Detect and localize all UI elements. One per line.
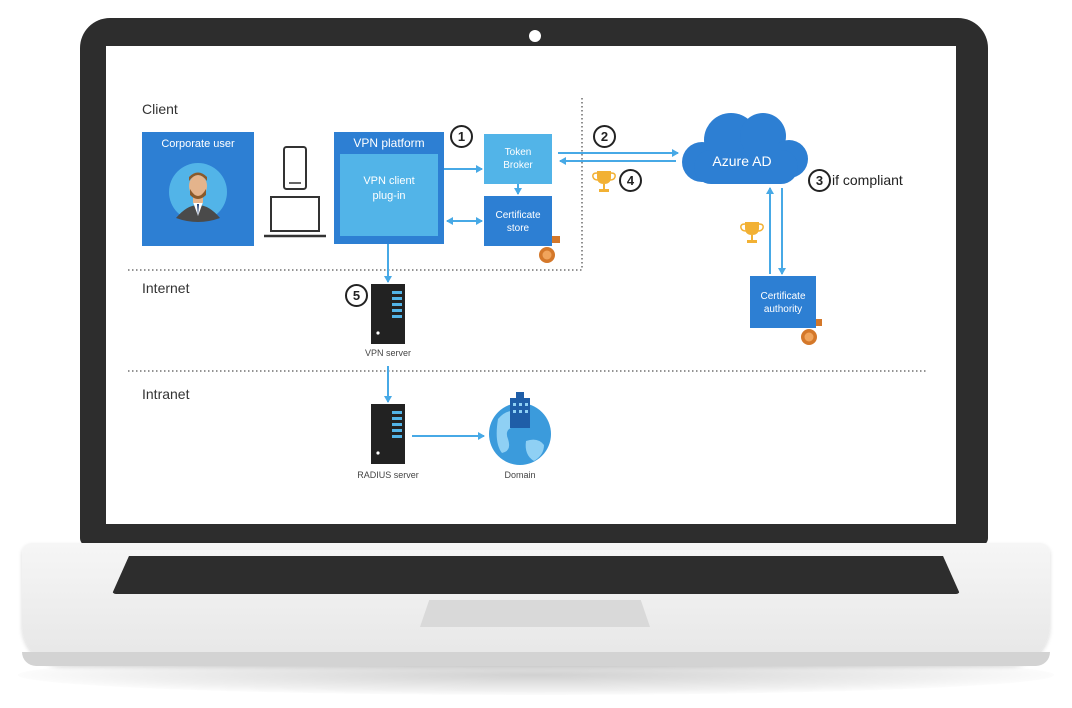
keyboard-well bbox=[112, 556, 960, 594]
step-4-badge: 4 bbox=[619, 169, 642, 192]
token-broker-label-line1: Token bbox=[504, 147, 532, 158]
trackpad bbox=[420, 600, 650, 627]
diagram-canvas bbox=[128, 98, 928, 465]
step-1-badge: 1 bbox=[450, 125, 473, 148]
token-broker-label-line2: Broker bbox=[503, 160, 533, 171]
globe-icon bbox=[489, 392, 551, 465]
certificate-store-label-line2: store bbox=[506, 223, 530, 234]
certificate-authority-label-line1: Certificate bbox=[760, 291, 806, 302]
vpn-server-icon bbox=[371, 284, 405, 344]
vpn-platform-label: VPN platform bbox=[353, 136, 425, 150]
cloud-icon bbox=[682, 113, 808, 184]
domain-caption: Domain bbox=[504, 470, 536, 480]
laptop-icon bbox=[264, 196, 326, 238]
certificate-authority-label-line2: authority bbox=[763, 304, 803, 315]
step-2-badge: 2 bbox=[593, 125, 616, 148]
radius-server-icon bbox=[371, 404, 405, 464]
step-3-badge: 3 bbox=[808, 169, 831, 192]
vpn-client-plugin-label-line1: VPN client bbox=[363, 175, 415, 187]
zone-label-intranet: Intranet bbox=[142, 386, 190, 402]
certificate-store-label-line1: Certificate bbox=[495, 210, 541, 221]
corporate-user-box: Corporate user bbox=[142, 132, 254, 246]
zone-label-internet: Internet bbox=[142, 280, 190, 296]
webcam-icon bbox=[529, 30, 541, 42]
vpn-server-caption: VPN server bbox=[364, 348, 411, 358]
corporate-user-label: Corporate user bbox=[161, 138, 235, 150]
laptop-screen: Client Internet Intranet Corporate user … bbox=[106, 46, 956, 524]
laptop-base-edge bbox=[22, 652, 1050, 666]
vpn-client-plugin-box: VPN client plug-in bbox=[340, 154, 438, 236]
certificate-store-box: Certificate store bbox=[484, 196, 552, 246]
vpn-client-plugin-label-line2: plug-in bbox=[372, 190, 406, 202]
step-5-badge: 5 bbox=[345, 284, 368, 307]
phone-icon bbox=[283, 146, 307, 190]
trophy-icon-ca bbox=[740, 222, 764, 243]
azure-ad-label: Azure AD bbox=[712, 153, 772, 169]
user-avatar bbox=[169, 163, 227, 222]
certificate-authority-box: Certificate authority bbox=[750, 276, 816, 328]
token-broker-box: Token Broker bbox=[484, 134, 552, 184]
if-compliant-label: if compliant bbox=[832, 172, 903, 188]
zone-label-client: Client bbox=[142, 101, 178, 117]
vpn-platform-box: VPN platform VPN client plug-in bbox=[334, 132, 444, 244]
radius-server-caption: RADIUS server bbox=[357, 470, 419, 480]
trophy-icon bbox=[592, 171, 616, 192]
